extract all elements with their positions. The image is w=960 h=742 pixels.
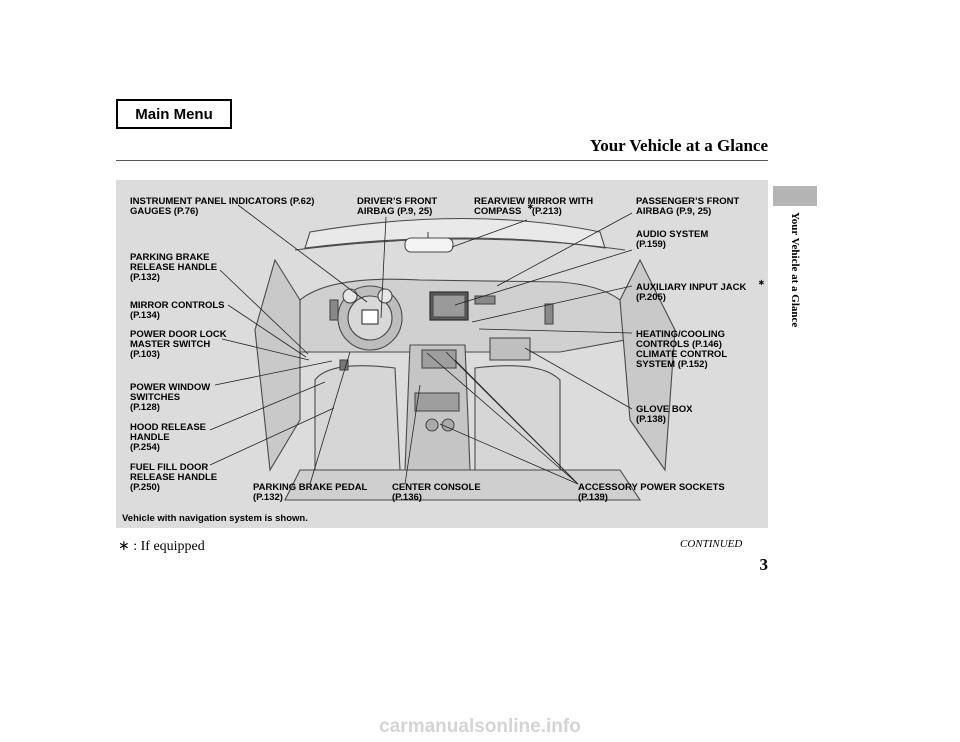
page-number: 3	[740, 555, 768, 575]
label-center-console: CENTER CONSOLE (P.136)	[392, 483, 481, 503]
asterisk-aux-jack: ∗	[758, 278, 765, 288]
driver-seat-shape	[315, 366, 400, 470]
label-power-window-switches: POWER WINDOW SWITCHES (P.128)	[130, 383, 210, 413]
label-mirror-controls: MIRROR CONTROLS (P.134)	[130, 301, 224, 321]
asterisk-rearview: ∗	[527, 202, 534, 212]
label-instrument-panel: INSTRUMENT PANEL INDICATORS (P.62) GAUGE…	[130, 197, 314, 217]
passenger-seat-shape	[475, 366, 560, 470]
navigation-note: Vehicle with navigation system is shown.	[122, 513, 308, 524]
label-accessory-power-sockets: ACCESSORY POWER SOCKETS (P.139)	[578, 483, 725, 503]
label-climate-controls: HEATING/COOLING CONTROLS (P.146) CLIMATE…	[636, 330, 727, 370]
left-door-panel	[255, 260, 300, 470]
label-fuel-fill-door: FUEL FILL DOOR RELEASE HANDLE (P.250)	[130, 463, 217, 493]
glove-box-shape	[490, 338, 530, 360]
label-hood-release: HOOD RELEASE HANDLE (P.254)	[130, 423, 206, 453]
continued-label: CONTINUED	[680, 538, 742, 550]
if-equipped-note: ∗ : If equipped	[118, 538, 205, 555]
label-parking-brake-release: PARKING BRAKE RELEASE HANDLE (P.132)	[130, 253, 217, 283]
label-auxiliary-jack: AUXILIARY INPUT JACK (P.205)	[636, 283, 746, 303]
label-power-door-lock: POWER DOOR LOCK MASTER SWITCH (P.103)	[130, 330, 227, 360]
label-glove-box: GLOVE BOX (P.138)	[636, 405, 692, 425]
rearview-mirror-shape	[405, 238, 453, 252]
windshield-outline	[305, 219, 605, 249]
watermark: carmanualsonline.info	[0, 716, 960, 738]
label-audio-system: AUDIO SYSTEM (P.159)	[636, 230, 708, 250]
label-parking-brake-pedal: PARKING BRAKE PEDAL (P.132)	[253, 483, 367, 503]
label-driver-airbag: DRIVER’S FRONT AIRBAG (P.9, 25)	[357, 197, 437, 217]
label-passenger-airbag: PASSENGER’S FRONT AIRBAG (P.9, 25)	[636, 197, 739, 217]
